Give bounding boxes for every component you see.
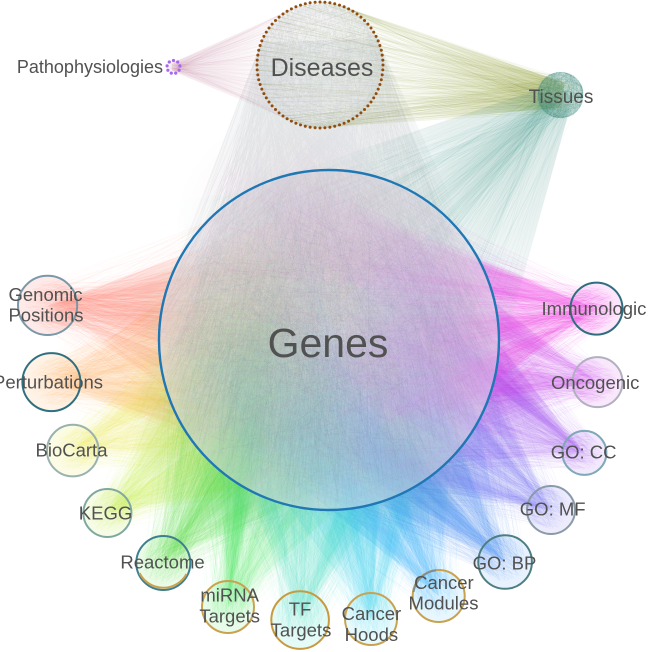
svg-text:Cancer: Cancer [414, 572, 474, 593]
svg-text:Targets: Targets [199, 605, 260, 626]
svg-text:Immunologic: Immunologic [542, 298, 647, 319]
svg-text:GO: BP: GO: BP [473, 553, 537, 574]
svg-text:Genomic: Genomic [8, 284, 82, 305]
svg-text:Tissues: Tissues [529, 87, 594, 108]
svg-text:Positions: Positions [8, 305, 83, 326]
svg-text:Hoods: Hoods [345, 624, 398, 645]
svg-text:TF: TF [289, 599, 312, 620]
svg-text:Genes: Genes [268, 320, 389, 366]
svg-text:Targets: Targets [271, 619, 332, 640]
svg-text:Oncogenic: Oncogenic [551, 372, 639, 393]
svg-text:GO: CC: GO: CC [551, 442, 617, 463]
svg-text:Pathophysiologies: Pathophysiologies [17, 57, 163, 77]
svg-text:KEGG: KEGG [79, 503, 132, 524]
svg-text:GO: MF: GO: MF [520, 499, 586, 520]
svg-text:Diseases: Diseases [271, 54, 374, 82]
svg-text:Cancer: Cancer [342, 603, 402, 624]
svg-text:BioCarta: BioCarta [36, 440, 109, 461]
svg-text:miRNA: miRNA [200, 585, 259, 606]
svg-text:Perturbations: Perturbations [0, 372, 103, 393]
svg-text:Modules: Modules [409, 593, 479, 614]
svg-text:Reactome: Reactome [120, 552, 204, 573]
